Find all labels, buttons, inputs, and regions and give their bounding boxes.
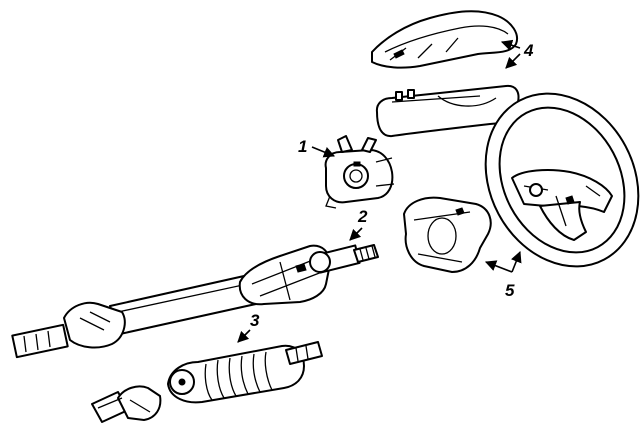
- leader-4b: [505, 53, 521, 69]
- leader-5a: [484, 260, 513, 273]
- steering-wheel-assembly: [403, 92, 640, 273]
- upper-column-cover: [371, 10, 518, 69]
- leader-2: [349, 227, 363, 241]
- callout-5: 5: [505, 281, 515, 300]
- callout-4: 4: [523, 41, 534, 60]
- leader-1: [311, 146, 336, 158]
- leader-5b: [511, 250, 522, 273]
- combination-switch: [324, 135, 395, 209]
- leader-4a: [500, 39, 521, 51]
- steering-column-assembly: [11, 244, 379, 359]
- callout-1: 1: [298, 137, 307, 156]
- callout-2: 2: [357, 207, 368, 226]
- callout-3: 3: [250, 311, 260, 330]
- leader-3: [237, 329, 251, 343]
- intermediate-shaft: [91, 341, 323, 423]
